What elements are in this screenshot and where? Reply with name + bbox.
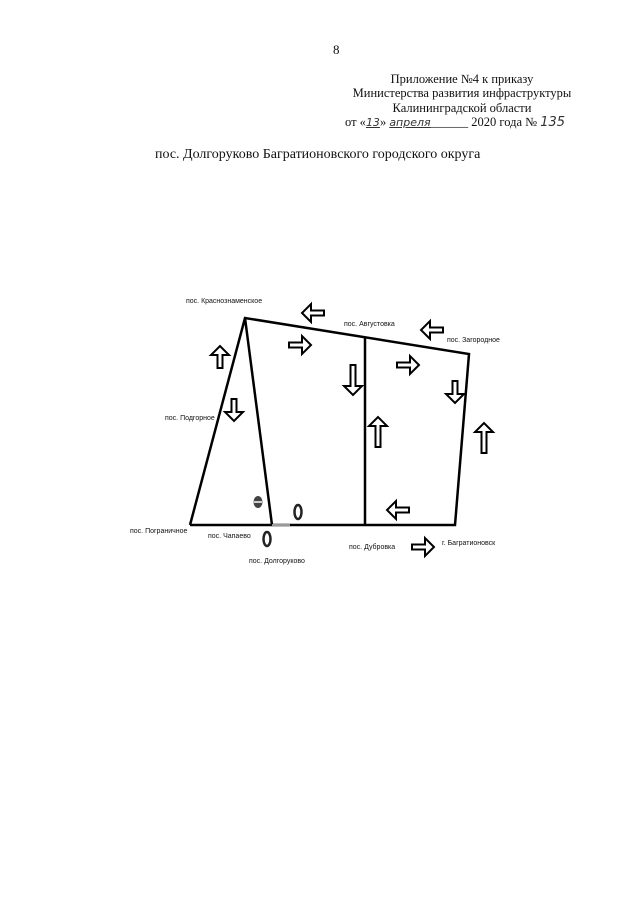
stop-markers [253,496,303,548]
arrow-up-icon [472,421,496,454]
arrow-up-icon [366,415,390,448]
arrow-down-icon [341,364,365,397]
document-title: пос. Долгоруково Багратионовского городс… [155,147,481,162]
label-avgustovka: пос. Августовка [344,321,395,328]
bus-stop-marker [262,530,272,548]
arrow-right-icon [411,535,436,559]
direction-arrows [208,301,496,559]
order-date-line: от «13» апреля______ 2020 года № 135 [345,115,565,130]
date-day: 13 [365,116,380,129]
page-number: 8 [333,42,340,57]
road-inner-diagonal [243,317,274,526]
label-zagorodnoe: пос. Загородное [447,337,500,344]
date-prefix: от « [345,115,366,129]
road-outer [188,316,471,527]
label-chapaevo: пос. Чапаево [208,533,251,540]
arrow-right-icon [288,333,313,357]
date-year: 2020 года № [471,115,538,129]
ministry-line: Министерства развития инфраструктуры [352,86,572,100]
label-podgornoe: пос. Подгорное [165,415,215,422]
arrow-up-icon [208,344,232,369]
arrow-right-icon [396,353,421,377]
label-krasnoznamenskoe: пос. Краснознаменское [186,298,262,305]
label-dubrovka: пос. Дубровка [349,543,395,551]
arrow-down-icon [222,398,246,423]
arrow-left-icon [300,301,325,325]
arrow-left-icon [419,318,444,342]
road-lines [188,316,471,527]
date-month: апреля [389,116,431,129]
date-mid: » [379,115,387,129]
date-blank: ______ [430,115,469,129]
arrow-down-icon [443,380,467,405]
order-number: 135 [540,115,566,130]
region-line: Калининградской области [392,101,532,115]
bus-stop-marker [293,503,303,521]
label-pogranichnoe: пос. Пограничное [130,528,188,535]
label-dolgorukovo: пос. Долгоруково [249,558,305,565]
label-bagrationovsk: г. Багратионовск [442,540,496,547]
appendix-line: Приложение №4 к приказу [390,72,534,86]
arrow-left-icon [385,498,410,522]
